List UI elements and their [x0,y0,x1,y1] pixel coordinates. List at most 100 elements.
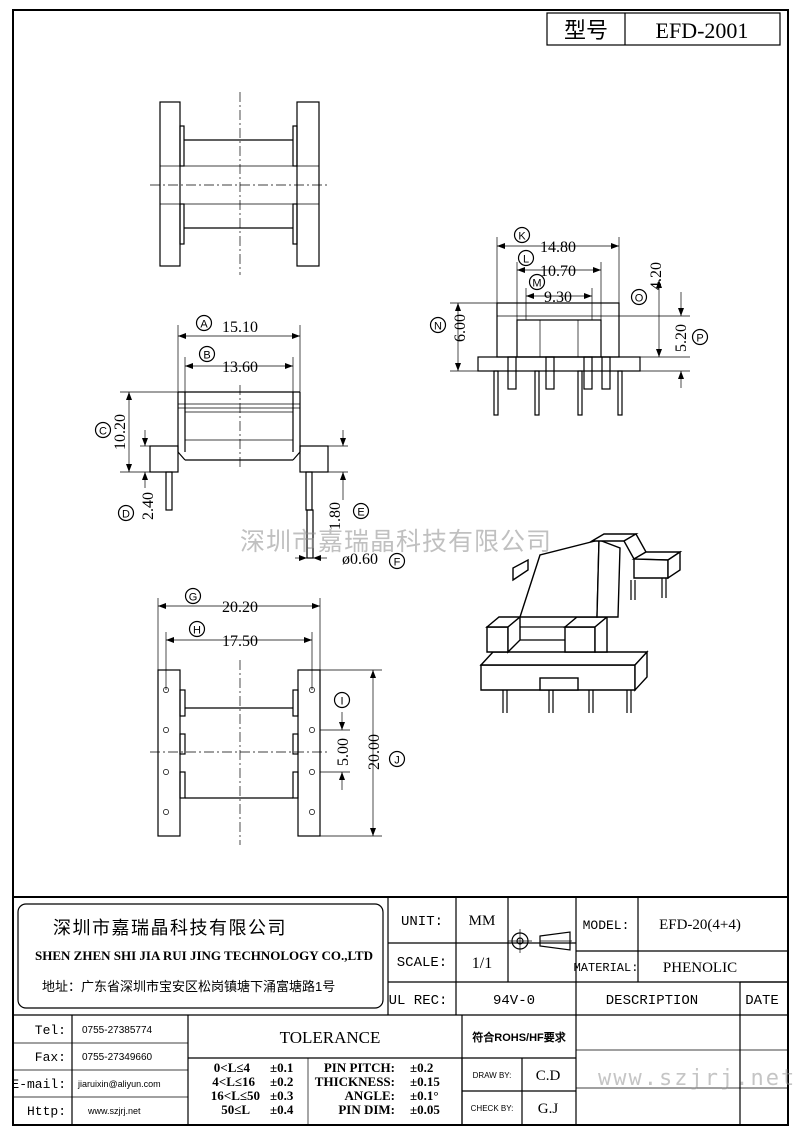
letter-A: A [195,314,213,332]
svg-text:A: A [200,319,208,331]
check-by-label: CHECK BY: [471,1104,514,1113]
letter-D: D [117,504,135,522]
draw-by-value: C.D [536,1068,561,1084]
company-address: 地址：广东省深圳市宝安区松岗镇塘下涌富塘路1号 [42,979,335,994]
tol-item-4: PIN DIM: [338,1102,395,1117]
svg-text:P: P [696,333,703,345]
date-label: DATE [745,993,779,1009]
tol-range-2: 4<L≤16 [212,1074,255,1089]
isometric-view [479,533,683,713]
fax-value: 0755-27349660 [82,1052,153,1063]
svg-text:B: B [203,350,210,362]
letter-I: I [333,691,351,709]
letter-J: J [388,750,406,768]
bottom-view-dimensions [157,598,382,837]
tol-range-3: 16<L≤50 [211,1088,260,1103]
tel-value: 0755-27385774 [82,1025,153,1036]
email-label: E-mail: [11,1077,66,1092]
tolerance-title: TOLERANCE [280,1028,381,1047]
watermark-text: 深圳市嘉瑞晶科技有限公司 [240,527,553,556]
letter-G: G [184,587,202,605]
svg-text:M: M [532,278,541,290]
scale-value: 1/1 [472,955,492,972]
svg-text:K: K [518,231,526,243]
svg-text:H: H [193,625,201,637]
tol-item-3: ANGLE: [344,1088,395,1103]
letter-M: M [528,273,546,291]
svg-text:F: F [394,557,401,569]
dim-E-value: 1.80 [327,502,344,530]
http-value: www.szjrj.net [87,1106,141,1116]
unit-label: UNIT: [401,914,443,930]
tol-item-val-4: ±0.05 [410,1102,440,1117]
header-model-box: 型号 EFD-2001 [546,12,781,46]
title-block [13,896,788,1125]
letter-B: B [198,345,216,363]
svg-text:G: G [189,592,198,604]
header-model-label: 型号 [564,18,608,43]
tol-value-3: ±0.3 [270,1088,294,1103]
projection-symbol [508,929,572,953]
dim-P-value: 5.20 [673,324,690,352]
side-view-top [150,92,330,275]
dim-N-value: 6.00 [452,314,469,342]
watermark-url: www.szjrj.net [598,1066,797,1091]
tol-item-val-2: ±0.15 [410,1074,440,1089]
svg-text:D: D [122,509,130,521]
dim-J-value: 20.00 [366,734,383,770]
title-block-texts: 深圳市嘉瑞晶科技有限公司 SHEN ZHEN SHI JIA RUI JING … [11,913,778,1119]
letter-E: E [352,502,370,520]
letter-O: O [630,288,648,306]
dim-C-value: 10.20 [112,414,129,450]
fax-label: Fax: [35,1050,66,1065]
ul-label: UL REC: [389,993,448,1009]
tol-item-1: PIN PITCH: [324,1060,395,1075]
svg-text:O: O [635,293,644,305]
front-view-dimensions [120,325,348,561]
company-name-en: SHEN ZHEN SHI JIA RUI JING TECHNOLOGY CO… [35,948,373,963]
model-label: MODEL: [583,918,630,933]
svg-text:L: L [523,254,529,266]
tol-item-2: THICKNESS: [315,1074,395,1089]
tol-value-2: ±0.2 [270,1074,293,1089]
dim-I-value: 5.00 [335,738,352,766]
letter-C: C [94,421,112,439]
bottom-view [150,660,330,845]
tel-label: Tel: [35,1023,66,1038]
tol-item-val-3: ±0.1° [410,1088,439,1103]
dim-B-value: 13.60 [222,359,258,376]
dim-K-value: 14.80 [540,239,576,256]
material-label: MATERIAL: [574,961,639,975]
dim-O-value: 4.20 [648,262,665,290]
unit-value: MM [469,913,496,929]
model-value: EFD-20(4+4) [659,917,741,933]
material-value: PHENOLIC [663,960,737,976]
tol-value-1: ±0.1 [270,1060,293,1075]
tol-range-4: 50≤L [221,1102,250,1117]
draw-by-label: DRAW BY: [473,1071,512,1080]
description-label: DESCRIPTION [606,993,698,1009]
letter-P: P [691,328,709,346]
dim-A-value: 15.10 [222,319,258,336]
scale-label: SCALE: [397,955,447,971]
tol-item-val-1: ±0.2 [410,1060,433,1075]
right-front-dimensions [450,237,690,388]
right-front-view [477,302,641,416]
dim-D-value: 2.40 [140,492,157,520]
dim-G-value: 20.20 [222,599,258,616]
dimension-values: 15.10 13.60 10.20 2.40 1.80 ø0.60 20.20 … [112,239,690,770]
letter-K: K [513,226,531,244]
email-value: jiaruixin@aliyun.com [77,1079,161,1089]
company-name-cn: 深圳市嘉瑞晶科技有限公司 [53,918,287,938]
svg-text:J: J [394,755,400,767]
letter-F: F [388,552,406,570]
front-view [149,385,329,559]
tol-value-4: ±0.4 [270,1102,294,1117]
letter-N: N [429,316,447,334]
dimension-letters: A B C D E F G H I J K L M N O P [94,226,709,768]
http-label: Http: [27,1104,66,1119]
svg-text:I: I [340,696,343,708]
letter-H: H [188,620,206,638]
rohs-text: 符合ROHS/HF要求 [472,1030,566,1044]
